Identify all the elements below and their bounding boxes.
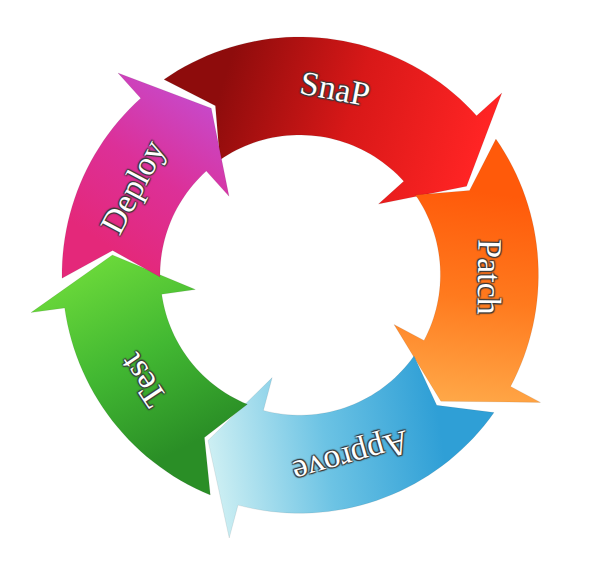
cycle-arrow: Approve bbox=[208, 356, 494, 538]
cycle-arrow: Test bbox=[31, 255, 247, 495]
step-label: Patch bbox=[471, 239, 506, 315]
arrow-body bbox=[31, 255, 247, 495]
arrow-body bbox=[62, 73, 229, 278]
arrow-body bbox=[208, 356, 494, 538]
cycle-arrow: Deploy bbox=[62, 73, 229, 278]
